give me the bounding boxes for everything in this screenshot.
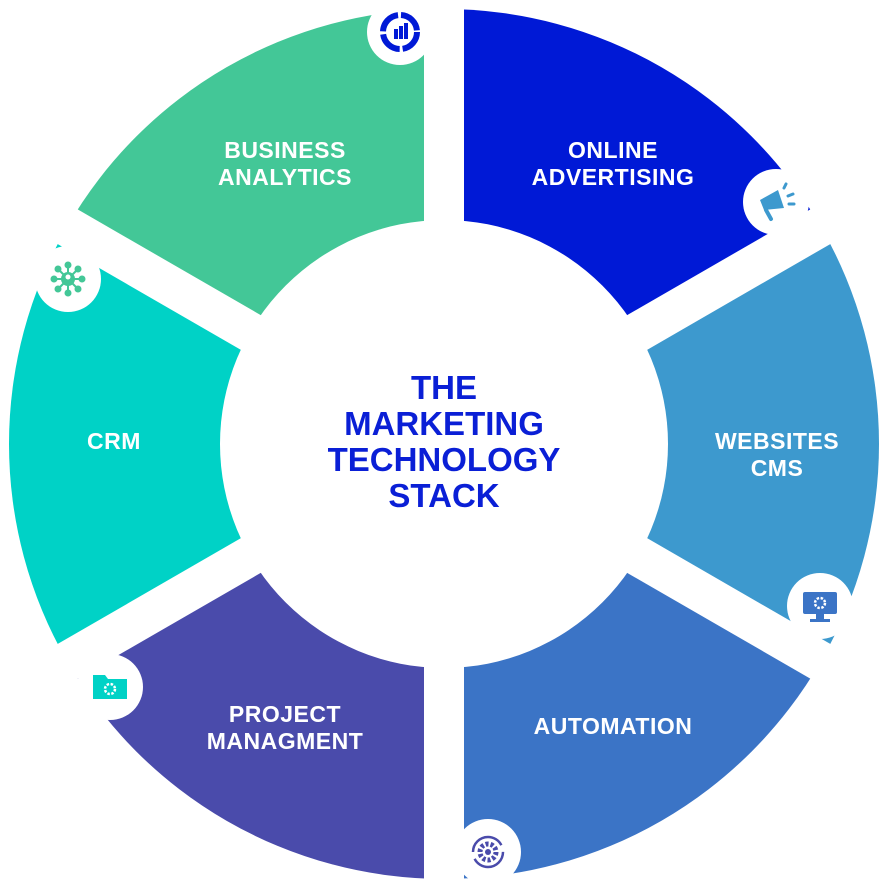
label-automation: AUTOMATION xyxy=(533,713,693,739)
label-crm: CRM xyxy=(87,428,141,454)
folder-gear-icon xyxy=(77,654,143,720)
megaphone-icon xyxy=(743,169,809,235)
title-line: MARKETING xyxy=(344,405,544,442)
title-line: THE xyxy=(411,369,477,406)
center-circle xyxy=(220,220,668,668)
network-people-icon xyxy=(35,246,101,312)
monitor-gear-icon xyxy=(787,573,853,639)
title-line: TECHNOLOGY xyxy=(327,441,561,478)
title-line: STACK xyxy=(388,477,500,514)
chart-donut-icon xyxy=(367,0,433,65)
center-title: THE MARKETING TECHNOLOGY STACK xyxy=(294,370,594,514)
gear-cycle-icon xyxy=(455,819,521,885)
